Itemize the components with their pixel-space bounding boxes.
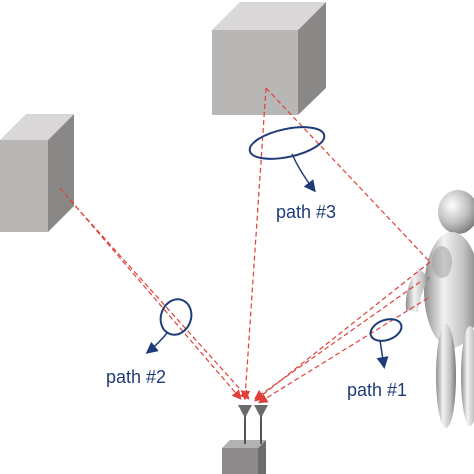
path2-ray-a	[59, 187, 242, 400]
path1-ray-a	[254, 281, 421, 400]
path2-label: path #2	[106, 367, 166, 387]
reflector-box-left	[0, 114, 74, 232]
path2-ellipse	[159, 298, 193, 336]
path-rays	[59, 87, 431, 404]
path1-label: path #1	[347, 380, 407, 400]
path1-pointer	[376, 339, 389, 369]
path3-ray-out	[265, 87, 431, 263]
antenna-icon	[254, 405, 268, 418]
path3-ray-return	[254, 261, 431, 402]
human-figure	[405, 190, 474, 428]
path1-ellipse	[369, 318, 403, 342]
path2-ray-b	[69, 199, 250, 400]
path3-ray-in	[240, 87, 267, 401]
antenna-icon	[238, 405, 252, 418]
path3-ellipse	[248, 126, 326, 160]
receiver-device	[222, 415, 266, 474]
path3-pointer	[291, 153, 316, 193]
path3-label: path #3	[276, 202, 336, 222]
reflector-box-top	[212, 2, 326, 115]
path2-pointer	[145, 331, 169, 354]
path1-ray-b	[257, 297, 429, 404]
